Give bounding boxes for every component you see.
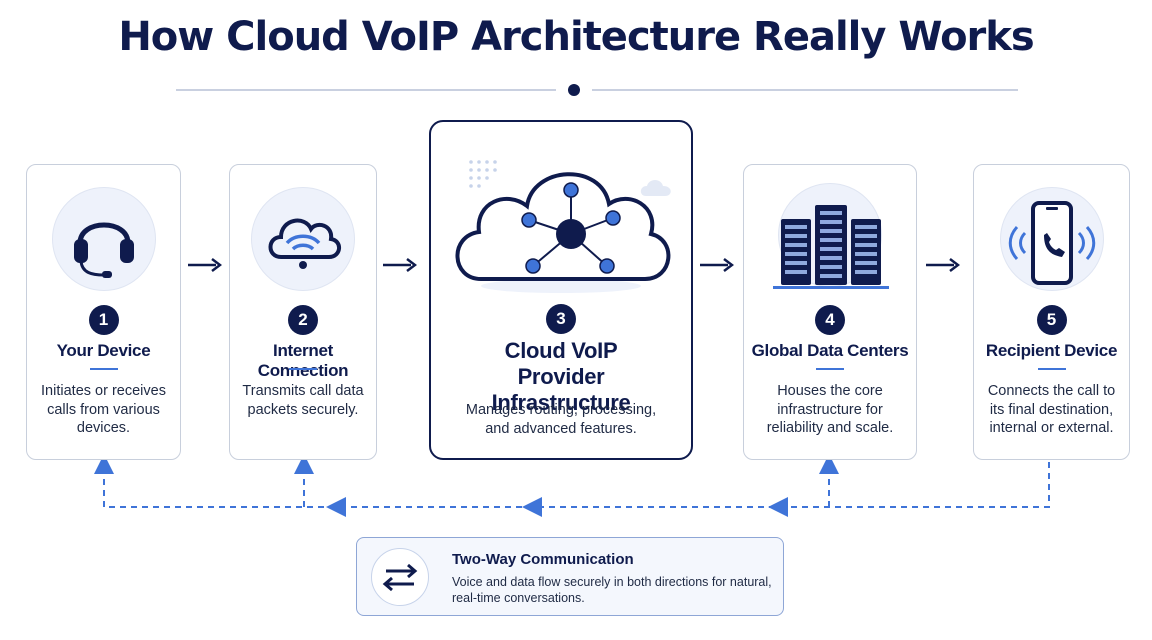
icon-background	[251, 187, 355, 291]
step-title-5: Recipient Device	[985, 341, 1118, 360]
title-underline	[816, 368, 844, 370]
title-divider-left	[176, 89, 556, 91]
flow-arrow-3-4	[700, 258, 734, 272]
title-underline	[1037, 368, 1066, 370]
step-number-1: 1	[88, 305, 119, 335]
flow-arrow-2-3	[383, 258, 417, 272]
server-rack-icon	[773, 205, 889, 289]
step-card-data-centers: 4 Global Data Centers Houses the core in…	[743, 164, 917, 460]
title-underline	[89, 368, 118, 370]
title-divider-dot	[568, 84, 580, 96]
two-way-communication-box: Two-Way Communication Voice and data flo…	[356, 537, 784, 616]
step-card-internet-connection: 2 Internet Connection Transmits call dat…	[229, 164, 377, 460]
step-title-4: Global Data Centers	[751, 341, 909, 360]
step-title-2: Internet Connection	[257, 341, 349, 380]
step-number-3: 3	[546, 304, 576, 334]
headset-icon	[73, 222, 134, 278]
step-title-3: Cloud VoIP Provider Infrastructure	[491, 338, 631, 415]
two-way-arrows-icon	[382, 563, 417, 591]
cloud-wifi-icon	[268, 218, 341, 269]
smartphone-call-icon	[1008, 201, 1095, 285]
step-description-3: Manages routing, processing, and advance…	[465, 402, 657, 437]
two-way-icon-background	[371, 548, 429, 606]
two-way-title: Two-Way Communication	[452, 551, 634, 568]
step-card-your-device: 1 Your Device Initiates or receives call…	[26, 164, 181, 460]
step-description-4: Houses the core infrastructure for relia…	[766, 383, 894, 436]
title-divider-right	[592, 89, 1018, 91]
step-description-2: Transmits call data packets securely.	[242, 383, 364, 418]
flow-arrow-1-2	[188, 258, 222, 272]
step-card-cloud-provider: 3 Cloud VoIP Provider Infrastructure Man…	[429, 120, 693, 460]
flow-arrow-4-5	[926, 258, 960, 272]
step-number-5: 5	[1036, 305, 1067, 335]
step-description-5: Connects the call to its final destinati…	[987, 383, 1116, 436]
step-number-2: 2	[288, 305, 318, 335]
page-title: How Cloud VoIP Architecture Really Works	[118, 14, 1034, 60]
two-way-description: Voice and data flow securely in both dir…	[452, 575, 772, 605]
title-underline	[289, 368, 317, 370]
cloud-network-icon	[455, 160, 671, 293]
step-description-1: Initiates or receives calls from various…	[41, 383, 166, 436]
step-card-recipient-device: 5 Recipient Device Connects the call to …	[973, 164, 1130, 460]
step-title-1: Your Device	[56, 341, 151, 360]
step-number-4: 4	[815, 305, 845, 335]
